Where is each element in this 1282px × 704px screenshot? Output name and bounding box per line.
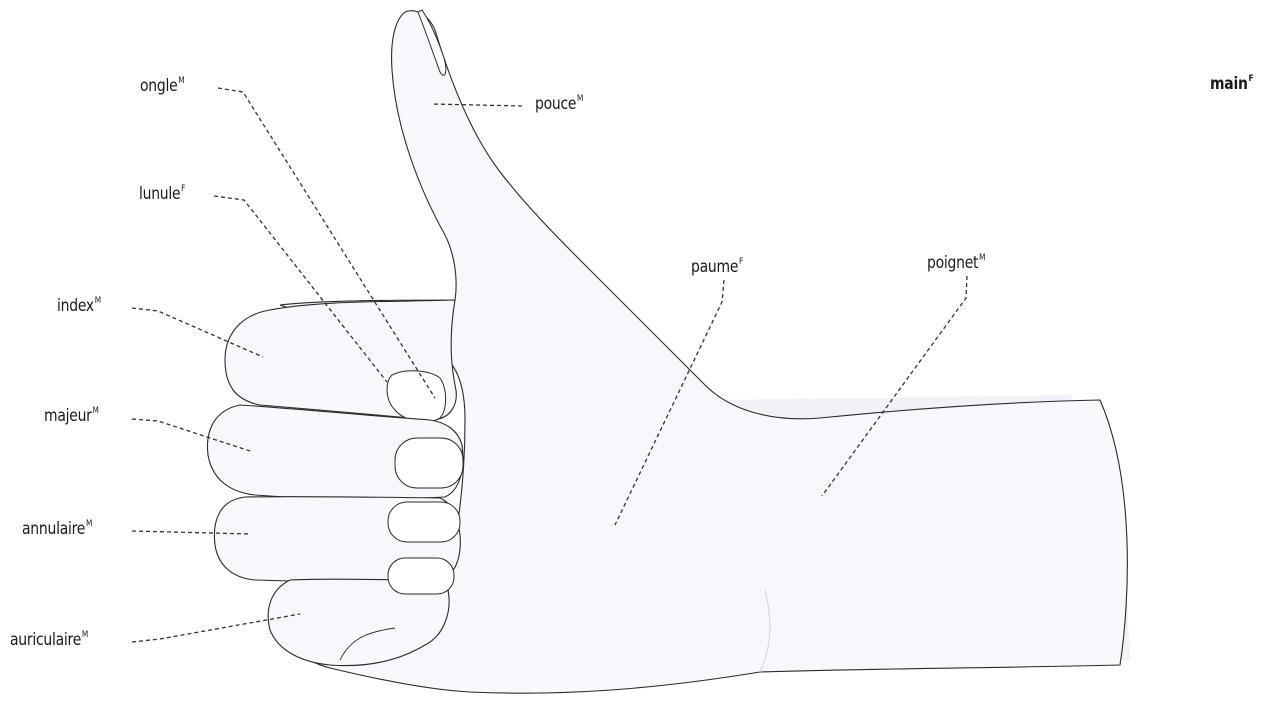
label-lunule: lunuleF bbox=[139, 184, 185, 204]
label-gender: M bbox=[979, 253, 985, 263]
label-majeur: majeurM bbox=[44, 406, 99, 426]
label-gender: M bbox=[178, 76, 184, 86]
label-ongle: ongleM bbox=[140, 76, 184, 96]
label-text: lunule bbox=[139, 184, 180, 204]
label-gender: M bbox=[577, 94, 583, 104]
label-pouce: pouceM bbox=[535, 94, 583, 114]
label-gender: M bbox=[92, 406, 98, 416]
label-auriculaire: auriculaireM bbox=[10, 630, 88, 650]
label-gender: M bbox=[95, 296, 101, 306]
middle-nail bbox=[395, 438, 463, 488]
title-gender: F bbox=[1248, 74, 1253, 84]
label-text: index bbox=[57, 296, 94, 316]
label-poignet: poignetM bbox=[927, 253, 985, 273]
label-index: indexM bbox=[57, 296, 101, 316]
label-text: majeur bbox=[44, 406, 92, 426]
label-gender: M bbox=[82, 630, 88, 640]
label-text: paume bbox=[691, 257, 738, 277]
label-text: ongle bbox=[140, 76, 177, 96]
label-text: pouce bbox=[535, 94, 576, 114]
label-text: annulaire bbox=[22, 519, 85, 539]
label-text: auriculaire bbox=[10, 630, 81, 650]
diagram-title: mainF bbox=[1210, 74, 1253, 94]
label-gender: M bbox=[86, 519, 92, 529]
label-gender: F bbox=[181, 184, 185, 194]
label-text: poignet bbox=[927, 253, 978, 273]
label-annulaire: annulaireM bbox=[22, 519, 92, 539]
label-gender: F bbox=[739, 257, 743, 267]
ring-nail bbox=[388, 502, 460, 542]
title-text: main bbox=[1210, 74, 1248, 94]
label-paume: paumeF bbox=[691, 257, 743, 277]
little-nail bbox=[388, 558, 454, 594]
